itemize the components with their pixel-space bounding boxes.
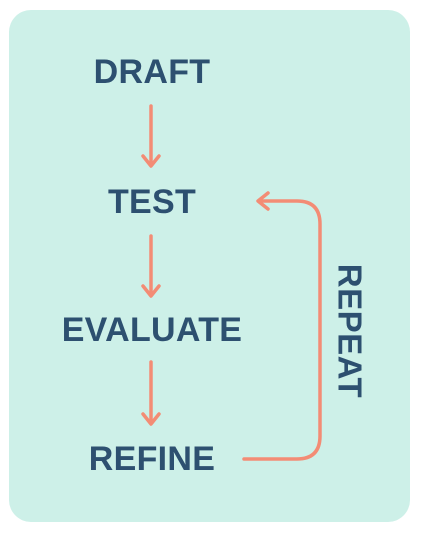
arrow-draft-to-test — [141, 104, 161, 168]
step-draft: DRAFT — [93, 53, 211, 91]
step-refine: REFINE — [88, 440, 216, 478]
arrow-test-to-evaluate — [141, 234, 161, 298]
repeat-label: REPEAT — [331, 263, 369, 399]
step-test: TEST — [107, 183, 197, 221]
diagram-card — [9, 10, 410, 522]
step-evaluate: EVALUATE — [61, 311, 243, 349]
arrow-repeat-loop — [242, 191, 322, 461]
arrow-evaluate-to-refine — [141, 360, 161, 426]
